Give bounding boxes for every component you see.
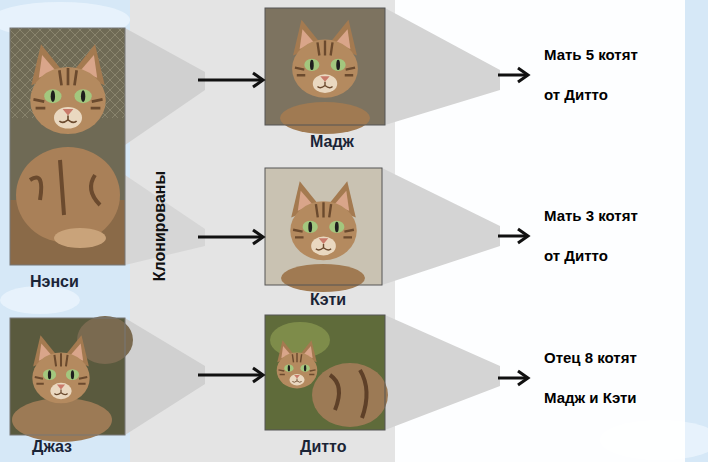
photo-frame: [10, 28, 125, 265]
offspring-note: Мать 5 котят от Дитто: [530, 35, 658, 115]
cat-body: [16, 147, 120, 243]
cloned-caption: Клонированы: [150, 171, 170, 281]
sky-cloud: [0, 286, 80, 314]
cat-body: [281, 264, 365, 292]
offspring-text: Отец 8 котят Мадж и Кэти: [544, 338, 652, 418]
cat-photo-card: Джаз: [10, 318, 195, 459]
photo-frame: [265, 8, 385, 125]
cat-photo: [265, 8, 385, 134]
wedge: [385, 8, 500, 125]
offspring-note: Мать 3 котят от Дитто: [530, 196, 658, 276]
cat-name: Нэнси: [30, 272, 79, 292]
cat-face: [292, 20, 358, 98]
arrow-connector: [498, 235, 528, 238]
photo-frame: [10, 318, 125, 435]
cat-paws: [54, 228, 106, 248]
wedge: [385, 315, 500, 430]
offspring-text: Мать 5 котят от Дитто: [544, 35, 652, 115]
greenery: [270, 322, 330, 358]
offspring-note: Отец 8 котят Мадж и Кэти: [530, 338, 658, 418]
cat-body: [280, 102, 370, 134]
cat-name: Мадж: [310, 132, 354, 152]
wedge: [382, 168, 500, 285]
arrow-connector: [198, 374, 263, 377]
cat-photo: [265, 315, 388, 430]
cat-photo: [10, 316, 133, 442]
cat-face: [277, 340, 318, 388]
arrow-connector: [198, 79, 263, 82]
cat-photo-card: Кэти: [265, 168, 495, 312]
cat-face: [32, 335, 89, 403]
arrow-connector: [498, 377, 528, 380]
cat-photo: [10, 28, 125, 265]
wedge: [125, 28, 205, 145]
photo-frame: [265, 168, 382, 285]
photo-ground: [10, 28, 125, 265]
cat-body: [312, 363, 388, 427]
cat-name: Дитто: [300, 437, 346, 457]
cat-name: Джаз: [32, 437, 72, 457]
arrow-connector: [198, 236, 263, 239]
photo-frame: [265, 315, 385, 430]
cat-name: Кэти: [310, 290, 346, 310]
cat-photo-card: Дитто: [265, 315, 495, 459]
arrow-connector: [498, 74, 528, 77]
cat-face: [290, 181, 357, 260]
cat-photo-card: Мадж: [265, 8, 495, 156]
offspring-text: Мать 3 котят от Дитто: [544, 196, 652, 276]
wedge: [125, 318, 205, 435]
cat-photo: [265, 168, 382, 292]
cat-body-stripes: [330, 370, 367, 418]
cat-body-stripes: [30, 160, 100, 215]
cat-face: [30, 44, 106, 134]
